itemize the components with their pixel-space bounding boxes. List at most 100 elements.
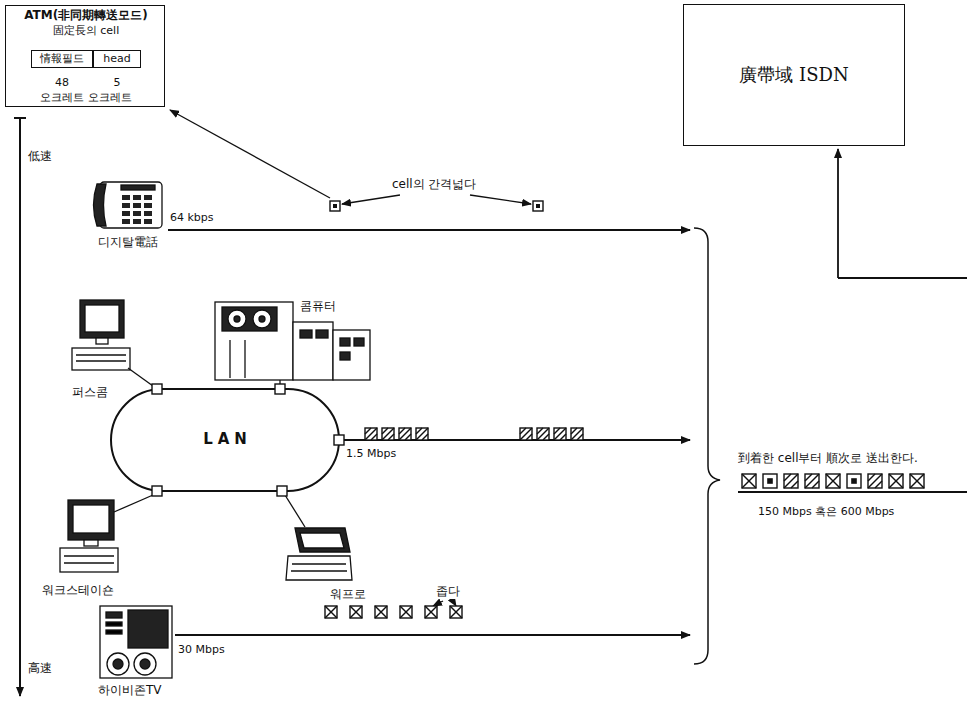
header-box-text: head xyxy=(103,53,130,66)
signal-line xyxy=(738,491,967,493)
digital-phone xyxy=(133,219,141,224)
atm-cell xyxy=(826,474,840,488)
mainframe-computer xyxy=(316,330,328,338)
personal-computer xyxy=(96,338,108,344)
atm-frame: ATM(非同期轉送모드)固定長의 cell485오크레트 오크레트情報필드hea… xyxy=(5,5,165,107)
workstation xyxy=(84,540,98,546)
atm-cell xyxy=(325,606,337,618)
atm-cell xyxy=(416,428,428,440)
info-field-box: 情報필드 xyxy=(31,50,93,68)
atm-cell xyxy=(526,434,532,440)
atm-cell xyxy=(537,428,549,440)
mainframe-computer xyxy=(354,338,364,346)
atm-cell xyxy=(910,474,924,488)
signal-line xyxy=(837,149,839,278)
atm-cell xyxy=(742,474,756,488)
speed-axis xyxy=(14,118,26,696)
digital-phone xyxy=(122,203,130,208)
atm-cell xyxy=(847,474,861,488)
hivision-tv xyxy=(100,606,172,678)
digital-phone xyxy=(122,219,130,224)
atm-cell xyxy=(375,606,387,618)
gap-note: cell의 간격넓다 xyxy=(392,178,476,192)
atm-cell xyxy=(889,474,903,488)
workstation xyxy=(64,555,114,556)
atm-cell xyxy=(325,201,924,618)
atm-cell xyxy=(388,434,394,440)
atm-cell xyxy=(325,606,337,618)
atm-cell xyxy=(382,428,394,440)
digital-phone xyxy=(144,211,152,216)
atm-cell xyxy=(543,434,549,440)
atm-cell xyxy=(382,428,394,440)
merge-brace xyxy=(694,228,720,664)
atm-cell xyxy=(784,474,798,488)
mainframe-computer xyxy=(244,340,245,378)
personal-computer xyxy=(72,348,130,370)
atm-cell xyxy=(571,428,583,440)
signal-line xyxy=(175,634,690,636)
atm-cell xyxy=(805,474,819,488)
leader-line xyxy=(342,195,400,204)
hivision-tv xyxy=(106,630,122,634)
atm-cell xyxy=(425,606,437,618)
device-name: 디지탈電話 xyxy=(98,236,158,250)
atm-cell xyxy=(450,606,462,618)
digital-phone xyxy=(100,182,162,228)
personal-computer xyxy=(72,300,153,386)
word-processor xyxy=(300,533,344,548)
leader-line xyxy=(170,110,531,606)
signal-line xyxy=(168,149,967,635)
atm-cell xyxy=(416,428,428,440)
isdn-box: 廣帶域 ISDN xyxy=(683,4,905,146)
atm-cell xyxy=(365,428,377,440)
hivision-tv xyxy=(106,622,122,626)
atm-cell xyxy=(536,204,540,208)
digital-phone xyxy=(121,185,155,190)
atm-cell xyxy=(325,606,337,618)
signal-line xyxy=(838,277,967,279)
atm-cell xyxy=(375,606,387,618)
atm-cell xyxy=(520,428,532,440)
atm-cell xyxy=(537,428,549,440)
leader-line xyxy=(433,601,443,606)
device-name: 콤퓨터 xyxy=(300,300,336,314)
atm-cell xyxy=(826,474,840,488)
atm-cell xyxy=(784,474,798,488)
word-processor xyxy=(295,528,350,552)
mainframe-computer xyxy=(234,316,240,322)
workstation xyxy=(64,562,114,563)
lan-ring-text: LAN xyxy=(198,431,252,448)
speed-axis xyxy=(19,118,21,696)
atm-frame-note: 48 xyxy=(55,77,69,90)
digital-phone xyxy=(144,195,152,200)
atm-cell xyxy=(416,428,428,440)
digital-phone xyxy=(122,195,130,200)
isdn-box-text: 廣帶域 ISDN xyxy=(739,65,848,86)
word-processor xyxy=(286,556,352,580)
atm-cell xyxy=(533,201,543,211)
atm-cell xyxy=(350,606,362,618)
atm-cell xyxy=(333,204,337,208)
atm-cell xyxy=(742,474,756,488)
atm-cell xyxy=(375,606,387,618)
lan-ring-outline xyxy=(111,389,339,491)
atm-cell xyxy=(791,481,798,488)
signal-line xyxy=(168,229,690,231)
atm-cell xyxy=(399,428,411,440)
workstation xyxy=(73,505,109,533)
speed-low: 低速 xyxy=(28,150,52,164)
word-processor xyxy=(292,563,346,564)
atm-cell xyxy=(910,474,924,488)
hivision-tv xyxy=(140,659,150,669)
atm-cell xyxy=(416,428,422,434)
atm-cell xyxy=(405,434,411,440)
atm-cell xyxy=(330,201,340,211)
atm-cell xyxy=(399,428,411,440)
workstation xyxy=(68,500,114,540)
atm-cell xyxy=(805,474,812,481)
atm-cell xyxy=(889,474,903,488)
digital-phone xyxy=(94,182,163,228)
atm-cell xyxy=(382,428,388,434)
